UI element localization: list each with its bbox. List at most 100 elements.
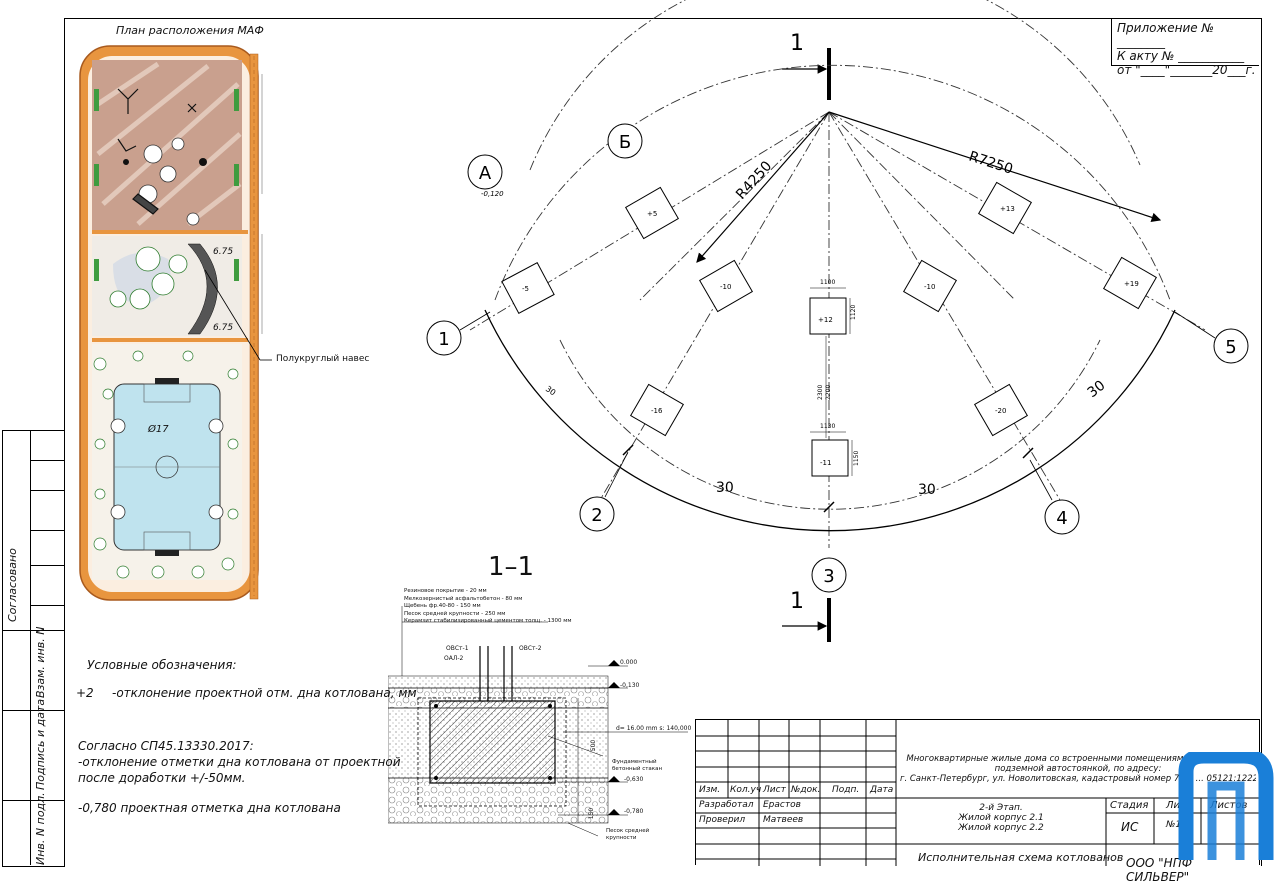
tb-h-koluch: Кол.уч xyxy=(730,785,762,795)
tb-project: Многоквартирные жилые дома со встроенным… xyxy=(900,754,1256,784)
angle-2: 30 xyxy=(918,482,936,498)
canopy-label: Полукруглый навес xyxy=(276,354,370,364)
layer-text-4: Песок средней крупности - 250 мм xyxy=(404,610,506,617)
tb-name-1: Ерастов xyxy=(763,800,801,810)
stamp-box: Приложение № ________ К акту № _________… xyxy=(1111,18,1259,77)
angle-a: -0,120 xyxy=(481,190,504,198)
pit-4 xyxy=(809,297,847,335)
axis-label-2: 2 xyxy=(591,505,602,526)
level-3: -0,630 xyxy=(624,776,644,783)
legend-title: Условные обозначения: xyxy=(87,658,237,672)
tb-stage-1: 2-й Этап. xyxy=(979,803,1023,813)
stamp-line2: К акту № xyxy=(1117,49,1175,63)
axis-bubble-5 xyxy=(1213,328,1249,364)
canopy-shape xyxy=(187,243,218,335)
axis-label-5: 5 xyxy=(1225,337,1236,358)
axis-label-4: 4 xyxy=(1056,508,1067,529)
elevation-note: -0,780 проектная отметка дна котлована xyxy=(78,801,341,815)
pit-mark-4: +12 xyxy=(818,316,833,324)
layer-base xyxy=(388,777,609,824)
angle-1: 30 xyxy=(716,480,734,496)
angle-3: 30 xyxy=(1085,378,1109,402)
section-left-label-1: ОВСт-1 xyxy=(446,645,469,652)
dim-4: 1150 xyxy=(853,451,860,466)
pit-mark-2: +5 xyxy=(647,210,657,218)
tb-name-2: Матвеев xyxy=(763,815,804,825)
axis-bubble-b xyxy=(607,123,643,159)
pit-8 xyxy=(629,383,685,437)
plan-title: План расположения МАФ xyxy=(116,24,264,37)
pit-scheme: 1 1 -5 +5 -10 +12 xyxy=(426,0,1249,642)
axis-label-3: 3 xyxy=(823,566,834,587)
layer-surface xyxy=(388,675,609,689)
tb-stage-text: 2-й Этап. Жилой корпус 2.1 Жилой корпус … xyxy=(901,803,1101,833)
pit-10 xyxy=(973,383,1029,437)
tb-stage-2: Жилой корпус 2.1 xyxy=(958,813,1044,823)
foundation-label: Фундаментный бетонный стакан xyxy=(612,759,663,772)
left-margin-lines xyxy=(2,430,64,865)
axis-label-1: 1 xyxy=(438,329,449,350)
drawing-frame xyxy=(64,18,1262,866)
pit-2 xyxy=(624,186,680,240)
axis-label-b: Б xyxy=(619,132,631,153)
norm-line-2: -отклонение отметки дна котлована от про… xyxy=(78,755,401,769)
section-layers: Резиновое покрытие - 20 мм Мелкозернисты… xyxy=(404,588,572,626)
axis-bubble-3 xyxy=(811,557,847,593)
field-marker: Ø17 xyxy=(148,424,169,435)
norm-block: Согласно СП45.13330.2017: -отклонение от… xyxy=(78,738,401,786)
legend-symbol-text: -отклонение проектной отм. дна котлована… xyxy=(112,686,417,700)
stamp-from: от " xyxy=(1117,63,1141,77)
dim-1: 1100 xyxy=(820,279,835,286)
norm-line-1: Согласно СП45.13330.2017: xyxy=(78,739,254,753)
pit-7 xyxy=(1102,256,1158,310)
section-left-label-2: ОАЛ-2 xyxy=(444,655,464,662)
pit-mark-7: +19 xyxy=(1124,280,1139,288)
pit-mark-5: -10 xyxy=(924,283,935,291)
stamp-g: г. xyxy=(1245,63,1256,77)
pit-1 xyxy=(501,262,555,314)
dim-left: 500 xyxy=(590,739,598,752)
radius-outer: R7250 xyxy=(967,149,1015,178)
axis-label-a: А xyxy=(479,163,492,184)
pit-mark-1: -5 xyxy=(522,285,529,293)
canopy-leader xyxy=(204,269,272,361)
rebar-note: d= 16.00 mm s: 140,000 xyxy=(616,725,692,732)
section-mark-bottom: 1 xyxy=(790,589,804,614)
section-title: 1–1 xyxy=(488,552,535,582)
section-right-label: ОВСт-2 xyxy=(519,645,542,652)
axis-bubble-1 xyxy=(426,320,462,356)
level-2: -0,130 xyxy=(620,682,640,689)
pit-3 xyxy=(698,259,754,313)
pit-5 xyxy=(902,259,958,313)
left-margin-col xyxy=(30,430,31,865)
pit-mark-10: -20 xyxy=(995,407,1006,415)
angle-4: 30 xyxy=(544,384,558,397)
tb-h-date: Дата xyxy=(870,785,894,795)
pit-6 xyxy=(977,181,1033,235)
tb-h-list: Лист xyxy=(763,785,786,795)
pit-mark-8: -16 xyxy=(651,407,663,415)
pit-mark-3: -10 xyxy=(720,283,731,291)
site-plan xyxy=(79,45,263,601)
dim-3: 1120 xyxy=(850,305,857,320)
tb-col-stage: Стадия xyxy=(1110,800,1149,811)
layer-text-2: Мелкозернистый асфальтобетон - 80 мм xyxy=(404,595,523,602)
layer-text-3: Щебень фр.40-80 - 150 мм xyxy=(404,603,481,609)
tb-stage-3: Жилой корпус 2.2 xyxy=(958,823,1044,833)
tb-sheet-value: №1 xyxy=(1166,820,1182,830)
plan-height-2: 6.75 xyxy=(213,323,234,333)
stamp-quote: " xyxy=(1164,63,1171,77)
sand-label: Песок средней крупности xyxy=(606,828,650,841)
tb-project-3: г. Санкт-Петербург, ул. Новолитовская, к… xyxy=(900,774,1256,784)
title-block: Изм. Кол.уч Лист №док. Подп. Дата Разраб… xyxy=(695,719,1260,884)
layer-text-5: Керамзит стабилизированный цементом толщ… xyxy=(404,618,572,624)
layer-text-1: Резиновое покрытие - 20 мм xyxy=(404,588,487,594)
tb-role-1: Разработал xyxy=(699,800,754,810)
company-logo xyxy=(1178,752,1274,860)
norm-line-3: после доработки +/-50мм. xyxy=(78,771,246,785)
tb-stage-value: ИС xyxy=(1121,820,1139,834)
axis-bubble-4 xyxy=(1044,499,1080,535)
tb-h-doc: №док. xyxy=(791,785,821,795)
tb-project-1: Многоквартирные жилые дома со встроенным… xyxy=(906,754,1250,764)
pit-9 xyxy=(811,439,849,477)
